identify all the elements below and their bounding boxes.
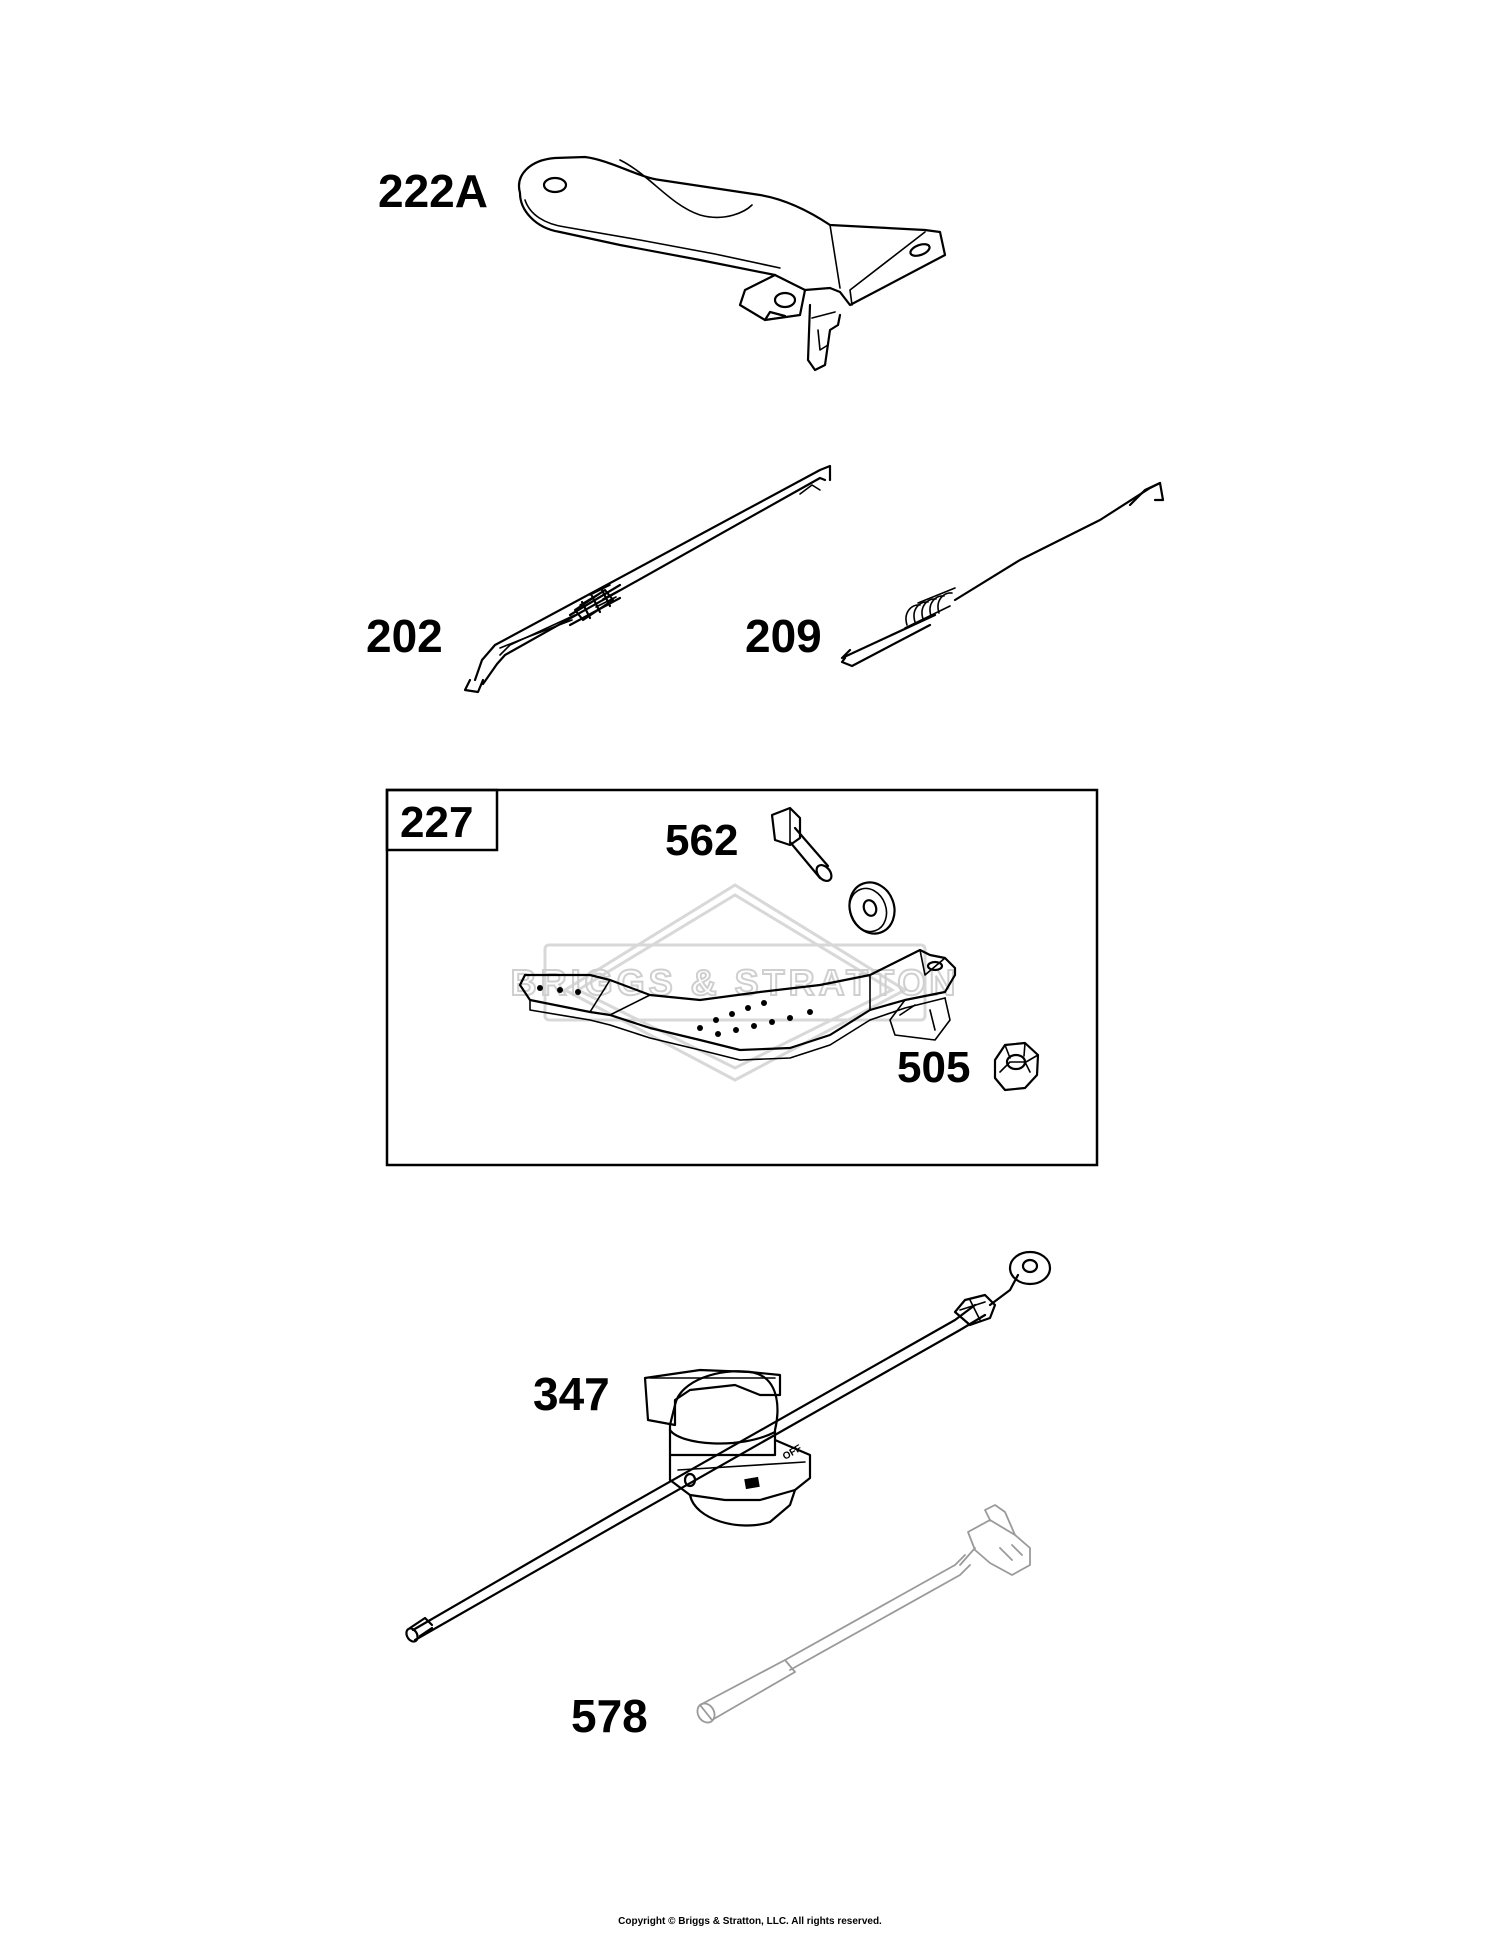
kit-label-227: 227: [400, 798, 473, 847]
part-label-209: 209: [745, 610, 822, 662]
governor-lever-illustration: [518, 948, 957, 1061]
part-202-rod-illustration: [463, 464, 832, 694]
part-222a-bracket-illustration: [517, 155, 947, 372]
part-505-nut-illustration: [993, 1041, 1040, 1092]
part-578-harness-illustration: [696, 1504, 1031, 1724]
part-209-spring-illustration: [840, 481, 1165, 668]
washer-illustration: [848, 881, 896, 935]
part-label-347: 347: [533, 1368, 610, 1420]
part-562-bolt-illustration: [770, 806, 833, 882]
part-label-202: 202: [366, 610, 443, 662]
watermark-text: BRIGGS & STRATTON: [511, 962, 960, 1003]
part-label-505: 505: [897, 1043, 970, 1092]
part-label-578: 578: [571, 1690, 648, 1742]
part-label-562: 562: [665, 816, 738, 865]
part-347-thermostat-illustration: OFF: [405, 1250, 1052, 1643]
svg-text:OFF: OFF: [781, 1443, 804, 1463]
kit-227-box: [385, 788, 1099, 1167]
copyright-notice: Copyright © Briggs & Stratton, LLC. All …: [618, 1916, 882, 1927]
part-label-222a: 222A: [378, 165, 488, 217]
brand-watermark: BRIGGS & STRATTON: [510, 883, 960, 1082]
